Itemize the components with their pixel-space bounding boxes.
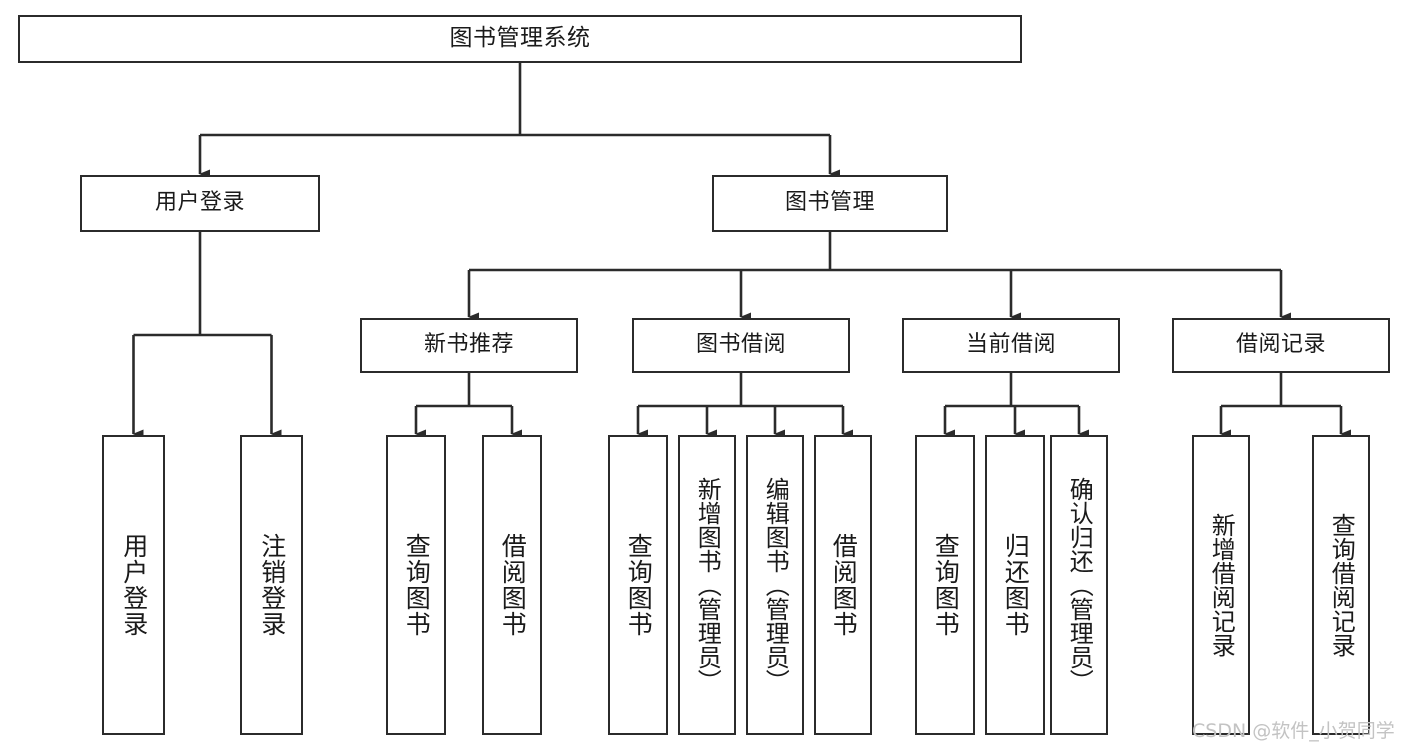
leaf-current-query-book-label: 查询图书 <box>931 533 961 637</box>
leaf-newbook-borrow-book[interactable]: 借阅图书 <box>482 435 542 735</box>
leaf-current-confirm-return-admin[interactable]: 确认归还（管理员） <box>1050 435 1108 735</box>
leaf-current-return-book[interactable]: 归还图书 <box>985 435 1045 735</box>
leaf-borrow-query-book[interactable]: 查询图书 <box>608 435 668 735</box>
leaf-current-return-book-label: 归还图书 <box>1001 533 1031 637</box>
connector-paths <box>132 63 1351 439</box>
node-borrow-record-label: 借阅记录 <box>1235 332 1326 358</box>
leaf-user-logout-label: 注销登录 <box>257 533 287 637</box>
node-book-management-module[interactable]: 图书管理 <box>712 175 948 232</box>
leaf-newbook-query-book-label: 查询图书 <box>402 533 432 637</box>
node-root[interactable]: 图书管理系统 <box>18 15 1022 63</box>
leaf-current-confirm-return-admin-label: 确认归还（管理员） <box>1065 477 1094 693</box>
node-book-management-module-label: 图书管理 <box>784 190 875 216</box>
leaf-user-login-label: 用户登录 <box>119 533 149 637</box>
leaf-newbook-query-book[interactable]: 查询图书 <box>386 435 446 735</box>
leaf-record-add-borrow-record-label: 新增借阅记录 <box>1207 513 1236 657</box>
node-root-label: 图书管理系统 <box>449 25 591 52</box>
leaf-borrow-edit-book-admin[interactable]: 编辑图书（管理员） <box>746 435 804 735</box>
node-user-login-module[interactable]: 用户登录 <box>80 175 320 232</box>
leaf-user-logout[interactable]: 注销登录 <box>240 435 303 735</box>
leaf-borrow-query-book-label: 查询图书 <box>624 533 654 637</box>
leaf-borrow-add-book-admin[interactable]: 新增图书（管理员） <box>678 435 736 735</box>
leaf-borrow-borrow-book-label: 借阅图书 <box>829 533 859 637</box>
node-new-book-recommend-label: 新书推荐 <box>423 332 514 358</box>
leaf-current-query-book[interactable]: 查询图书 <box>915 435 975 735</box>
node-borrow-record[interactable]: 借阅记录 <box>1172 318 1390 373</box>
leaf-record-query-borrow-record[interactable]: 查询借阅记录 <box>1312 435 1370 735</box>
node-book-borrow[interactable]: 图书借阅 <box>632 318 850 373</box>
leaf-borrow-borrow-book[interactable]: 借阅图书 <box>814 435 872 735</box>
leaf-newbook-borrow-book-label: 借阅图书 <box>498 533 528 637</box>
leaf-record-add-borrow-record[interactable]: 新增借阅记录 <box>1192 435 1250 735</box>
node-current-borrow-label: 当前借阅 <box>965 332 1056 358</box>
leaf-user-login[interactable]: 用户登录 <box>102 435 165 735</box>
node-user-login-module-label: 用户登录 <box>154 190 245 216</box>
node-current-borrow[interactable]: 当前借阅 <box>902 318 1120 373</box>
leaf-borrow-add-book-admin-label: 新增图书（管理员） <box>693 477 722 693</box>
node-new-book-recommend[interactable]: 新书推荐 <box>360 318 578 373</box>
leaf-record-query-borrow-record-label: 查询借阅记录 <box>1327 513 1356 657</box>
leaf-borrow-edit-book-admin-label: 编辑图书（管理员） <box>761 477 790 693</box>
node-book-borrow-label: 图书借阅 <box>695 332 786 358</box>
